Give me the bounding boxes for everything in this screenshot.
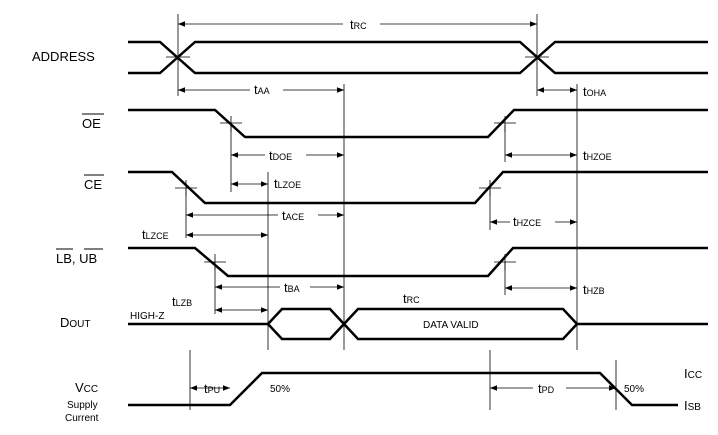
lb-ub-waveform <box>128 246 708 278</box>
thzb-label: tHZB <box>583 282 605 297</box>
icc-label: ICC <box>684 366 702 381</box>
ce-waveform <box>128 170 708 205</box>
taa-label: tAA <box>254 82 270 97</box>
svg-text:OE: OE <box>82 116 101 131</box>
transition-tick-marks <box>166 56 549 270</box>
tlzb-label: tLZB <box>172 294 192 309</box>
svg-text:LB, UB: LB, UB <box>56 251 97 266</box>
thzoe-label: tHZOE <box>583 148 612 163</box>
timing-arrows <box>178 21 616 391</box>
data-valid-label: DATA VALID <box>423 320 479 331</box>
dout-transition-region <box>266 307 346 341</box>
supply-current-waveform <box>128 371 678 407</box>
fifty-percent-rise-label: 50% <box>270 384 290 395</box>
tlzoe-label: tLZOE <box>274 176 301 191</box>
tace-label: tACE <box>282 208 304 223</box>
address-waveform <box>128 40 708 75</box>
vcc-signal-label: VCC <box>75 380 98 395</box>
oe-signal-label: OE <box>82 113 104 131</box>
toha-label: tOHA <box>583 84 606 99</box>
fifty-percent-fall-label: 50% <box>624 384 644 395</box>
isb-label: ISB <box>684 398 701 413</box>
tpu-label: tPU <box>204 381 220 396</box>
ce-signal-label: CE <box>84 174 104 192</box>
tdoe-label: tDOE <box>269 148 292 163</box>
trc-label: tRC <box>350 17 367 32</box>
oe-waveform <box>128 108 708 139</box>
current-label: Current <box>65 413 99 424</box>
high-z-label: HIGH-Z <box>130 311 164 322</box>
tpd-label: tPD <box>538 381 555 396</box>
tlzce-label: tLZCE <box>142 227 169 242</box>
svg-text:CE: CE <box>84 177 102 192</box>
supply-label: Supply <box>67 400 98 411</box>
trc-data-label: tRC <box>403 291 420 306</box>
address-signal-label: ADDRESS <box>32 49 95 64</box>
tba-label: tBA <box>284 280 300 295</box>
address-waveform-complement <box>128 40 708 75</box>
lb-ub-signal-label: LB, UB <box>56 248 103 266</box>
thzce-label: tHZCE <box>513 214 541 229</box>
dout-signal-label: DOUT <box>60 315 91 330</box>
